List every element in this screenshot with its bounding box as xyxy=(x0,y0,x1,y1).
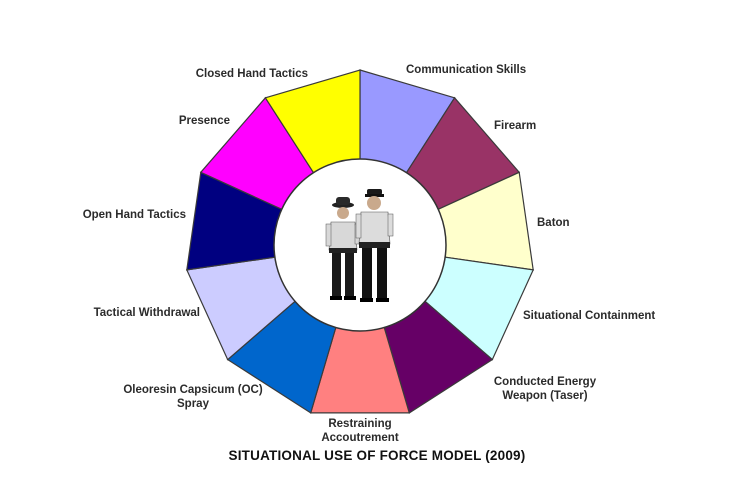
label-situational-containment: Situational Containment xyxy=(523,310,656,322)
label-baton: Baton xyxy=(537,217,570,229)
label-open-hand-tactics: Open Hand Tactics xyxy=(82,209,186,221)
label-closed-hand-tactics: Closed Hand Tactics xyxy=(195,68,308,80)
label-oc-spray: Oleoresin Capsicum (OC) Spray xyxy=(123,384,263,410)
label-tactical-withdrawal: Tactical Withdrawal xyxy=(93,307,200,319)
label-presence: Presence xyxy=(178,115,230,127)
label-communication-skills: Communication Skills xyxy=(406,64,527,76)
diagram-title: SITUATIONAL USE OF FORCE MODEL (2009) xyxy=(228,448,526,463)
police-officers-icon xyxy=(325,189,394,302)
label-firearm: Firearm xyxy=(494,120,537,132)
label-conducted-energy-weapon: Conducted Energy Weapon (Taser) xyxy=(493,376,597,402)
label-restraining-accoutrement: Restraining Accoutrement xyxy=(321,418,399,444)
